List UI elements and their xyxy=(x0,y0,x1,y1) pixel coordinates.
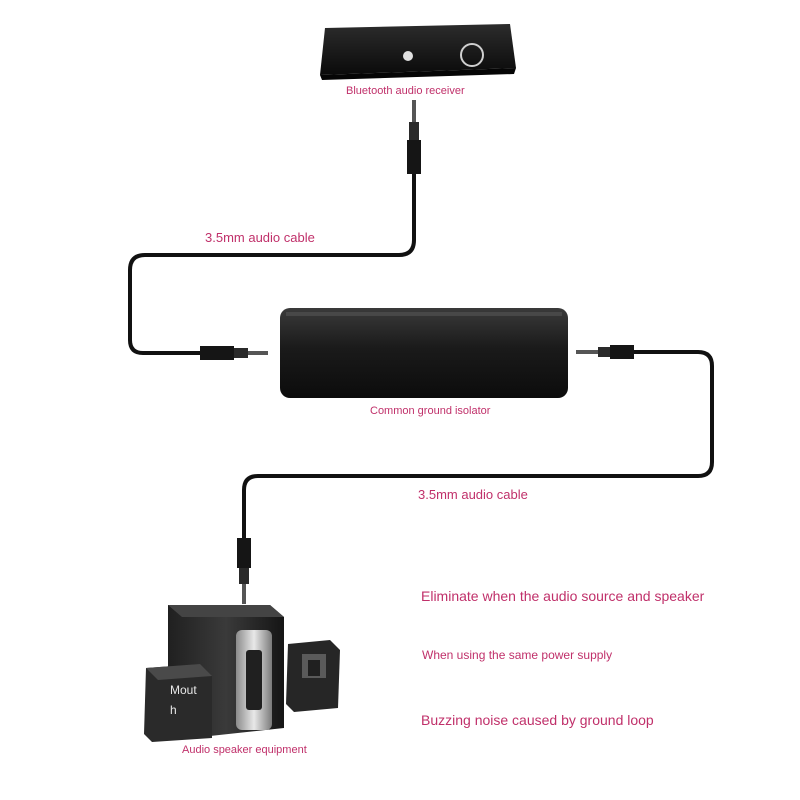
bottom-audio-cable xyxy=(237,345,714,604)
audio-plug-icon xyxy=(576,345,634,359)
note-eliminate: Eliminate when the audio source and spea… xyxy=(421,588,705,604)
note-power-supply: When using the same power supply xyxy=(422,648,613,662)
speaker-set-icon xyxy=(144,605,340,742)
speaker-box-text: Mout h xyxy=(170,683,197,717)
bottom-cable-label: 3.5mm audio cable xyxy=(418,487,528,502)
audio-plug-icon xyxy=(407,100,421,174)
bluetooth-receiver-icon xyxy=(320,24,516,80)
speaker-label: Audio speaker equipment xyxy=(182,744,307,756)
note-buzzing: Buzzing noise caused by ground loop xyxy=(421,712,654,728)
top-audio-cable xyxy=(128,100,421,360)
audio-plug-icon xyxy=(200,346,268,360)
receiver-label: Bluetooth audio receiver xyxy=(346,85,465,97)
isolator-label: Common ground isolator xyxy=(370,405,491,417)
audio-plug-icon xyxy=(237,538,251,604)
ground-isolator-icon xyxy=(280,308,568,398)
top-cable-label: 3.5mm audio cable xyxy=(205,230,315,245)
